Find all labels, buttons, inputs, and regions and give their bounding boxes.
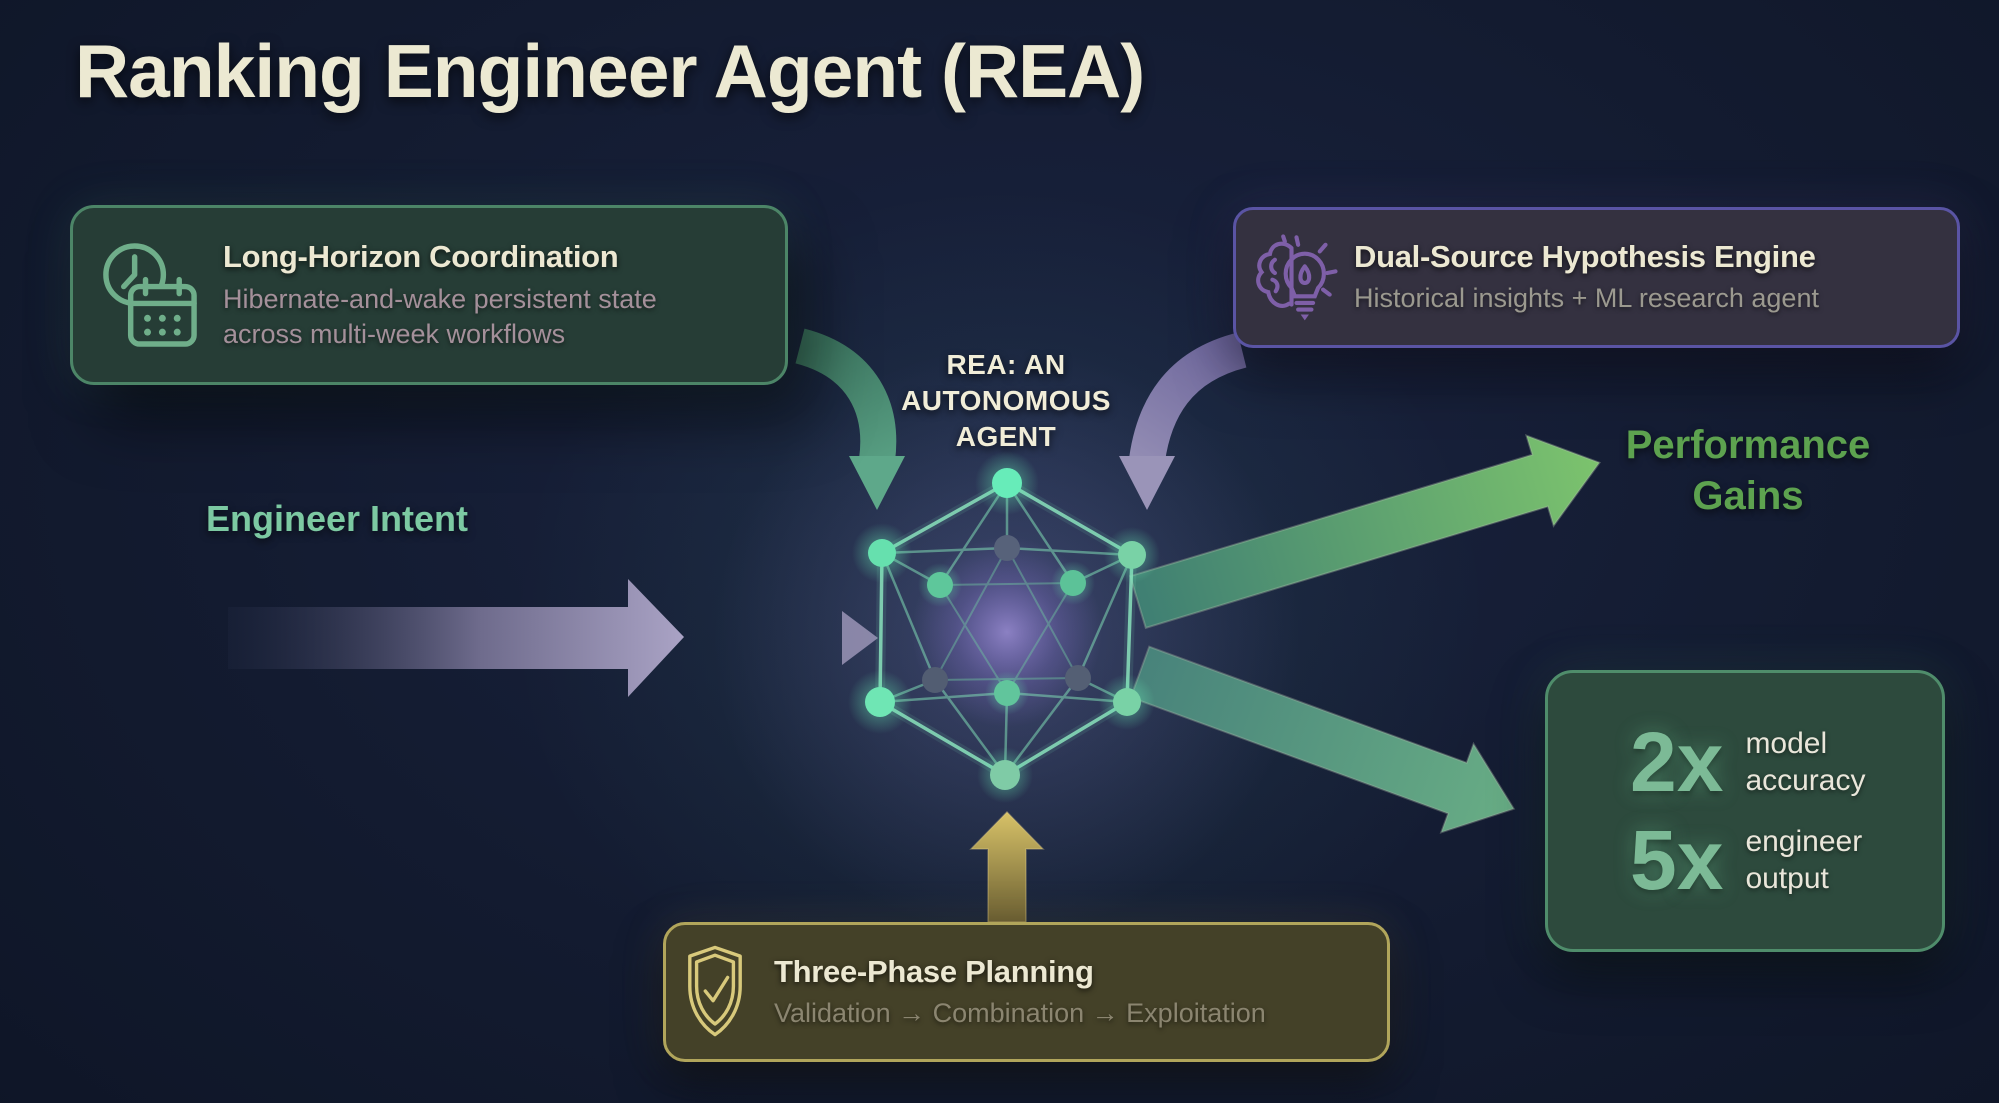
metric-label: engineer output — [1745, 825, 1863, 895]
page-title: Ranking Engineer Agent (REA) — [75, 29, 1145, 113]
card-three-phase: Three-Phase Planning Validation → Combin… — [663, 922, 1390, 1062]
performance-gains-label: Performance Gains — [1625, 423, 1871, 518]
card-dual-source: Dual-Source Hypothesis Engine Historical… — [1233, 207, 1960, 348]
network-outer-nodes — [848, 451, 1160, 803]
card-three-phase-subtitle: Validation → Combination → Exploitation — [774, 997, 1266, 1028]
card-long-horizon-title: Long-Horizon Coordination — [223, 238, 619, 274]
agent-network — [848, 451, 1160, 803]
metrics-arrow — [1129, 645, 1516, 834]
card-dual-source-subtitle: Historical insights + ML research agent — [1354, 283, 1819, 313]
rea-agent-label: REA: AN AUTONOMOUS AGENT — [901, 349, 1111, 452]
performance-arrow — [1128, 433, 1602, 630]
brain-lightbulb-icon — [1256, 233, 1338, 320]
metric-value: 5x — [1630, 813, 1724, 907]
planning-arrow — [969, 810, 1045, 923]
metric-row-output: 5x engineer output — [1630, 813, 1863, 907]
network-inner-nodes — [918, 561, 1095, 715]
metric-label: model accuracy — [1745, 727, 1866, 797]
engineer-intent-label: Engineer Intent — [206, 498, 469, 539]
shield-check-icon — [688, 945, 742, 1037]
card-long-horizon-subtitle: Hibernate-and-wake persistent state acro… — [223, 283, 657, 349]
hypothesis-arrow — [1119, 332, 1247, 510]
metric-value: 2x — [1630, 715, 1724, 809]
card-three-phase-title: Three-Phase Planning — [774, 953, 1094, 989]
card-dual-source-text: Dual-Source Hypothesis Engine Historical… — [1354, 239, 1819, 316]
clock-calendar-icon — [103, 243, 197, 347]
input-arrow — [228, 579, 878, 697]
card-long-horizon: Long-Horizon Coordination Hibernate-and-… — [70, 205, 788, 385]
coordination-arrow — [794, 328, 905, 510]
card-three-phase-text: Three-Phase Planning Validation → Combin… — [774, 954, 1266, 1031]
metric-row-accuracy: 2x model accuracy — [1630, 715, 1866, 809]
card-long-horizon-text: Long-Horizon Coordination Hibernate-and-… — [223, 239, 657, 352]
card-dual-source-title: Dual-Source Hypothesis Engine — [1354, 239, 1816, 274]
network-back-nodes — [922, 535, 1091, 693]
card-metrics: 2x model accuracy 5x engineer output — [1545, 670, 1945, 952]
